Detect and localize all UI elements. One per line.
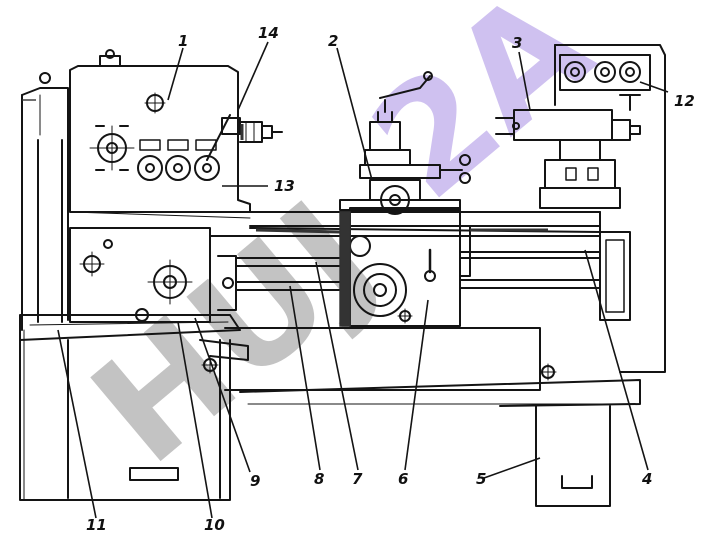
callout-13: 13 xyxy=(274,177,295,195)
callout-2: 2 xyxy=(328,32,338,50)
chip-tray xyxy=(201,327,641,507)
leader-lines xyxy=(57,41,669,519)
right-tower xyxy=(554,44,666,373)
callout-11: 11 xyxy=(86,516,107,534)
hatching xyxy=(22,99,548,327)
callout-labels: 1 14 2 3 12 13 4 5 6 7 8 9 10 11 xyxy=(86,24,695,534)
tailstock xyxy=(495,94,641,209)
headstock xyxy=(69,49,251,219)
callout-1: 1 xyxy=(178,32,188,50)
callout-4: 4 xyxy=(641,470,652,488)
callout-5: 5 xyxy=(476,470,486,488)
callout-3: 3 xyxy=(512,34,522,52)
left-column xyxy=(21,72,69,331)
spindle xyxy=(239,121,283,143)
callout-10: 10 xyxy=(204,516,225,534)
callout-8: 8 xyxy=(314,470,324,488)
callout-6: 6 xyxy=(398,470,408,488)
tool-post xyxy=(339,71,471,215)
watermark-right: 2A xyxy=(341,0,622,233)
callout-9: 9 xyxy=(250,472,260,490)
lead-screws xyxy=(235,251,601,291)
callout-14: 14 xyxy=(258,24,279,42)
lathe-drawing xyxy=(19,44,666,507)
callout-7: 7 xyxy=(352,470,363,488)
callout-12: 12 xyxy=(674,92,695,110)
